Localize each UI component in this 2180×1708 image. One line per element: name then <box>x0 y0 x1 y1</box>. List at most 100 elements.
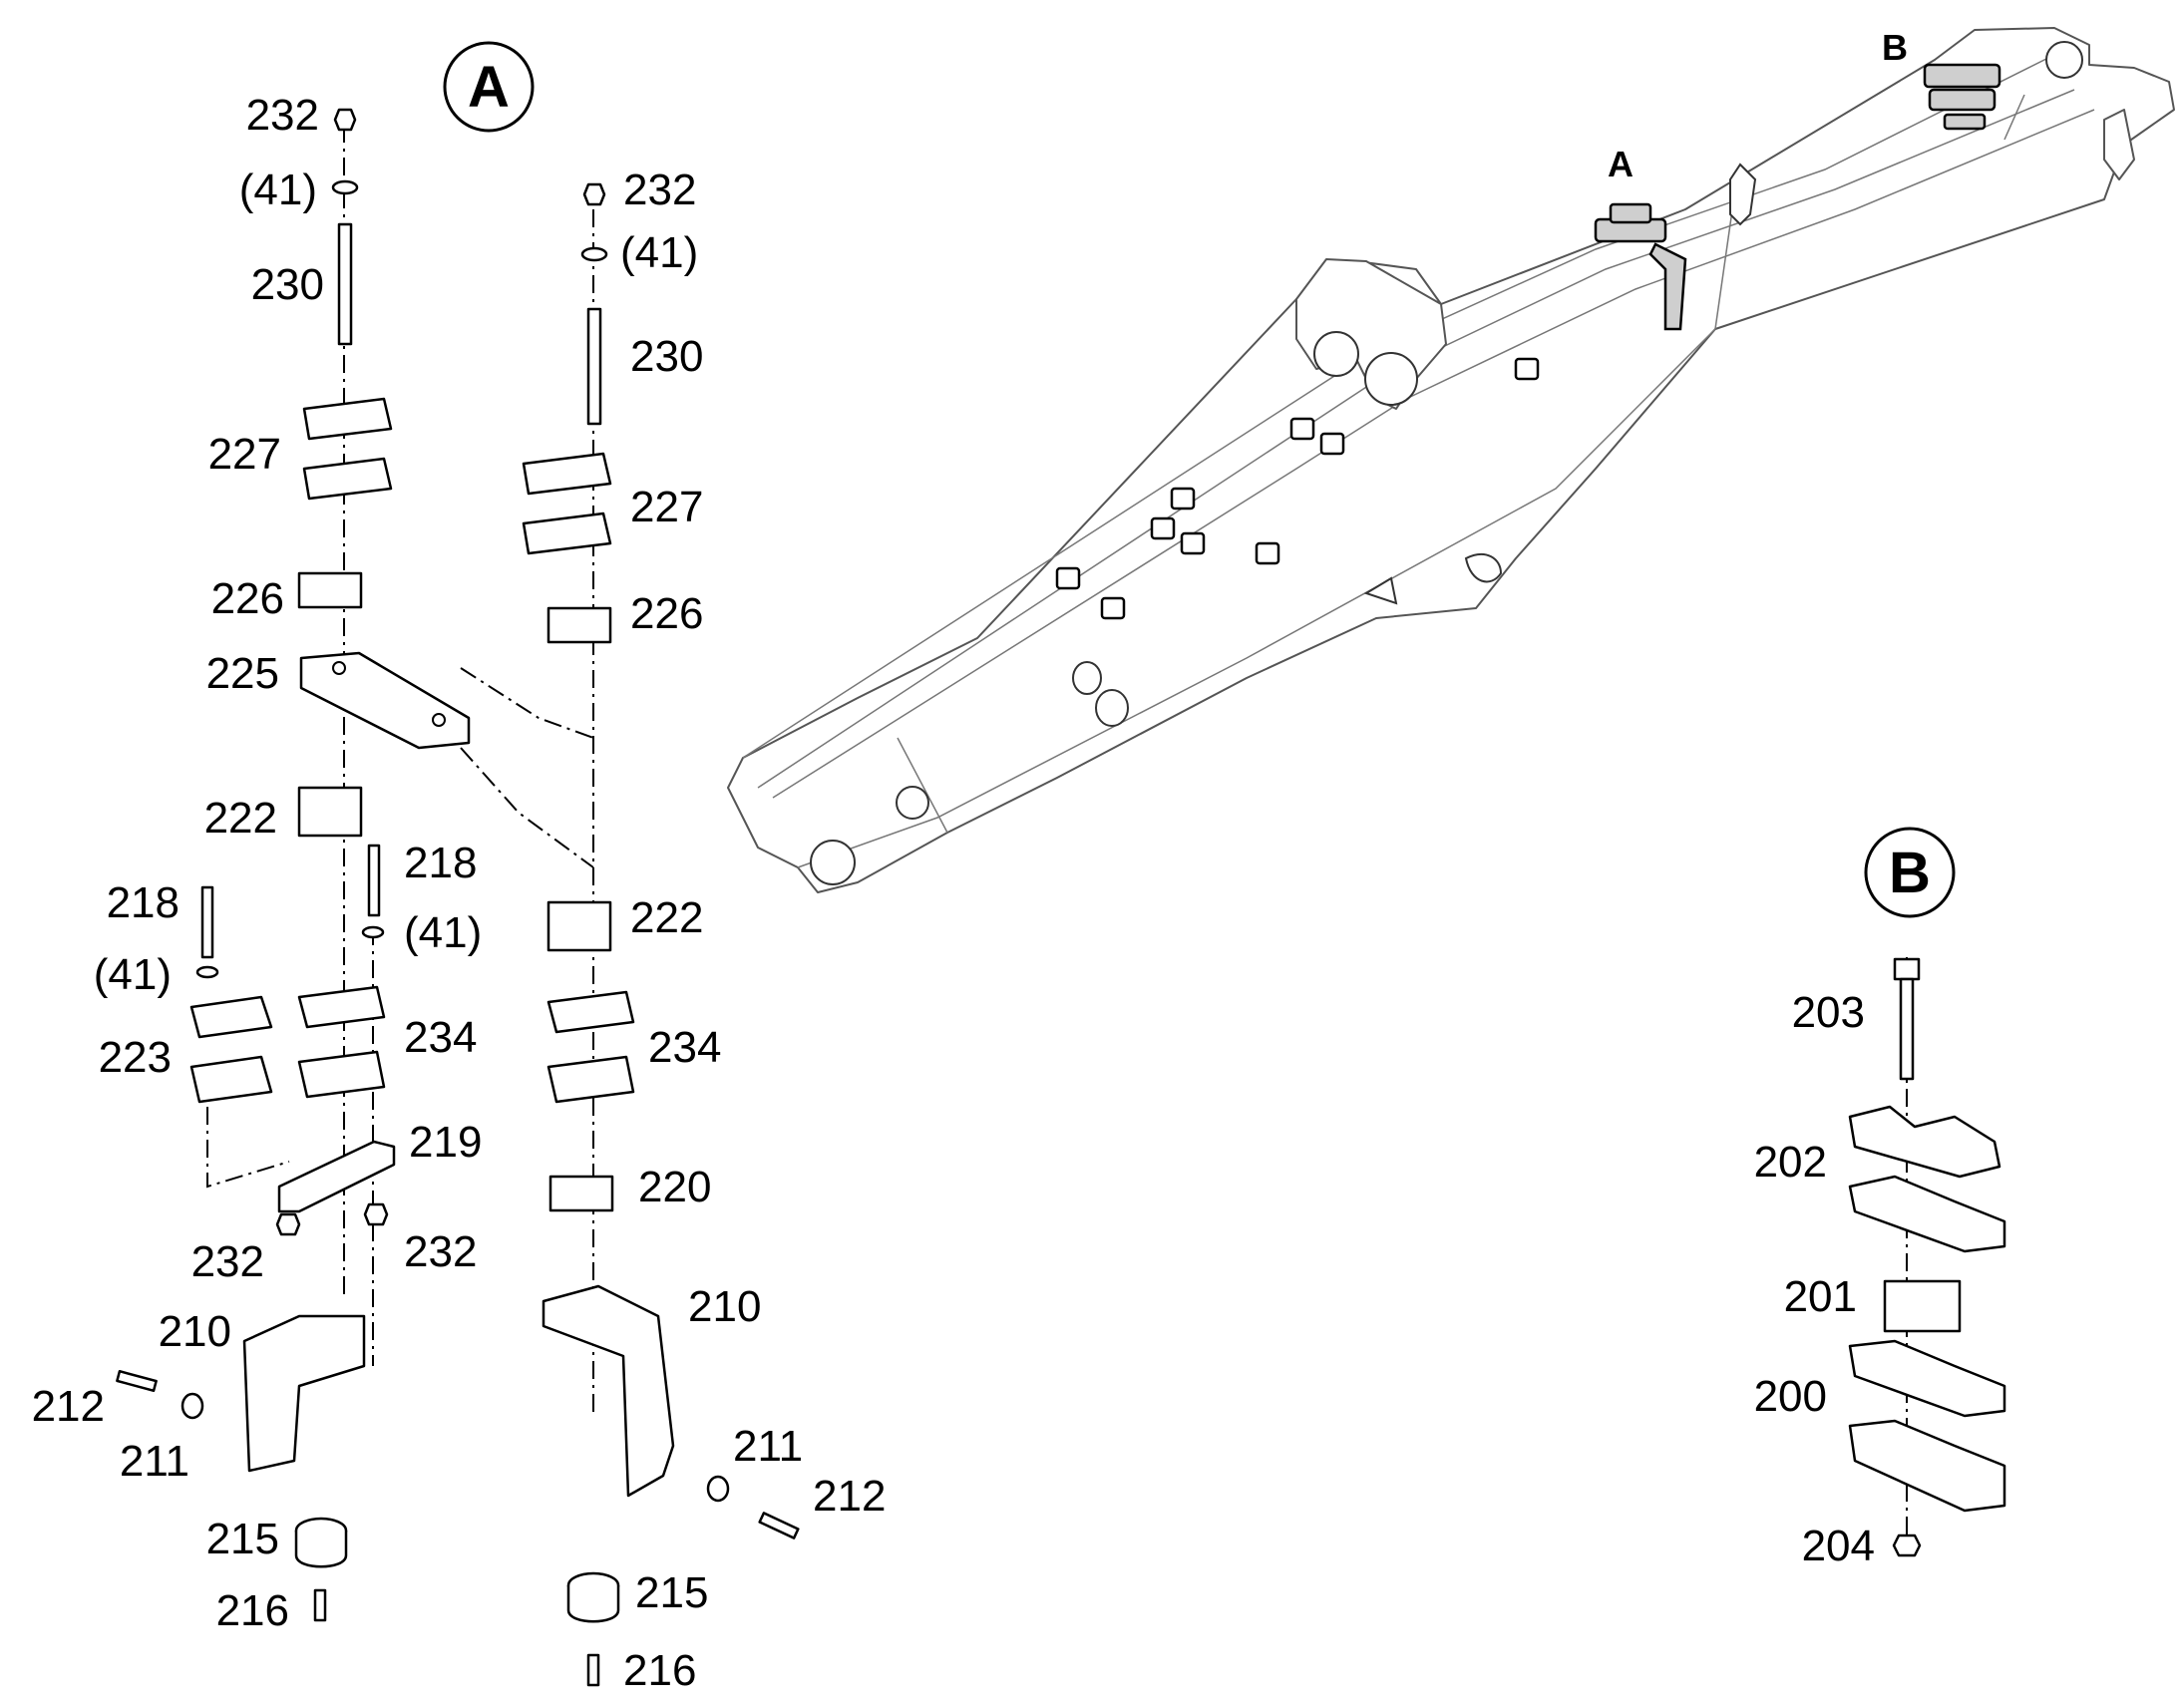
boom-clamp-group-a <box>1594 202 1687 331</box>
clamp-202-upper <box>1848 1105 2001 1179</box>
label-234-right: 234 <box>648 1023 721 1072</box>
hose-clamp-3 <box>1150 516 1176 540</box>
label-41-top: (41) <box>239 166 317 214</box>
clamp-227-left-upper <box>302 397 393 441</box>
mount-215-left <box>294 1531 348 1568</box>
label-234-left: 234 <box>404 1013 477 1062</box>
washer-41-top <box>331 179 359 195</box>
label-232-top: 232 <box>246 91 319 140</box>
block-201 <box>1883 1279 1962 1333</box>
washer-211-right <box>706 1475 730 1503</box>
clamp-200-upper <box>1848 1339 2006 1418</box>
hose-clamp-5 <box>1180 531 1206 555</box>
bracket-210-right <box>542 1284 675 1498</box>
boom-hose-line-1 <box>757 89 2075 789</box>
detail-b-callout: B <box>1889 841 1931 905</box>
label-201: 201 <box>1784 1272 1857 1321</box>
label-202: 202 <box>1754 1138 1827 1187</box>
boom-lug <box>1363 576 1398 605</box>
label-215-left: 215 <box>206 1515 279 1563</box>
stud-230-right <box>586 307 602 426</box>
boom-ref-b: B <box>1882 27 1908 68</box>
clamp-234-right-lower <box>546 1055 635 1104</box>
nut-232-right <box>582 182 606 206</box>
label-222-right: 222 <box>630 893 703 942</box>
bolt-218-mid <box>367 844 381 917</box>
boom-lower-edge <box>797 328 1716 868</box>
label-227-right: 227 <box>630 483 703 531</box>
boom-tip-bracket <box>2103 109 2135 180</box>
cylinder-pin-right <box>1364 352 1418 406</box>
spacer-226-right <box>546 606 612 644</box>
detail-a: A <box>32 41 886 1695</box>
label-232-br: 232 <box>404 1227 477 1276</box>
label-212-left: 212 <box>32 1382 105 1431</box>
nut-232-top <box>333 108 357 132</box>
stud-230-left <box>337 222 353 346</box>
label-41-right: (41) <box>620 228 698 277</box>
spacer-226-left <box>297 571 363 609</box>
boom-assembly: A B <box>727 27 2175 893</box>
clamp-234-left-upper <box>297 985 386 1029</box>
hose-clamp-9 <box>1514 357 1540 381</box>
bracket-210-left <box>242 1314 366 1473</box>
boom-foot-pin <box>810 840 856 885</box>
label-215-right: 215 <box>635 1568 708 1617</box>
bolt-216-right <box>586 1653 600 1687</box>
clamp-234-left-lower <box>297 1050 386 1099</box>
label-41-mid: (41) <box>404 908 482 957</box>
nut-232-bottom-left <box>275 1212 301 1236</box>
label-225: 225 <box>206 649 279 698</box>
plate-225 <box>299 651 471 750</box>
label-212-right: 212 <box>813 1472 886 1521</box>
detail-a-callout: A <box>468 55 510 120</box>
hose-clamp-2 <box>1100 596 1126 620</box>
label-210-left: 210 <box>159 1307 231 1356</box>
hose-clamp-7 <box>1289 417 1315 441</box>
label-41-left: (41) <box>94 950 172 999</box>
axis-clamp-link <box>206 1107 290 1189</box>
boom-foot-boss <box>896 786 929 820</box>
label-219: 219 <box>409 1118 482 1167</box>
bolt-203-head <box>1893 957 1921 981</box>
bolt-203-shank <box>1899 977 1915 1081</box>
label-227-left: 227 <box>208 430 281 479</box>
label-200: 200 <box>1754 1372 1827 1421</box>
label-226-left: 226 <box>211 574 284 623</box>
axis-plate-link-bottom <box>460 747 594 868</box>
label-204: 204 <box>1802 1522 1875 1570</box>
label-226-right: 226 <box>630 589 703 638</box>
label-230-right: 230 <box>630 332 703 381</box>
cylinder-pin-left <box>1313 331 1359 377</box>
label-218-left: 218 <box>107 878 180 927</box>
washer-211-left <box>181 1392 204 1420</box>
clamp-223-upper <box>189 995 273 1039</box>
clamp-200-lower <box>1848 1419 2006 1513</box>
spacer-220 <box>548 1175 614 1212</box>
clamp-227-right-upper <box>522 452 612 496</box>
label-203: 203 <box>1792 988 1865 1037</box>
label-232-right: 232 <box>623 166 696 214</box>
bolt-218-left <box>200 885 214 959</box>
hose-clamp-4 <box>1170 487 1196 511</box>
label-216-left: 216 <box>216 1586 289 1635</box>
detail-b-callout-circle <box>1864 827 1956 918</box>
mount-215-right <box>566 1585 620 1623</box>
label-218-mid: 218 <box>404 839 477 887</box>
boom-clamp-group-b <box>1923 63 2001 131</box>
clamp-227-right-lower <box>522 512 612 555</box>
detail-a-callout-circle <box>443 41 535 133</box>
hose-clamp-8 <box>1319 432 1345 456</box>
clamp-202-lower <box>1848 1175 2006 1253</box>
washer-41-left <box>195 965 219 979</box>
label-223: 223 <box>99 1033 172 1082</box>
clamp-223-lower <box>189 1055 273 1104</box>
boom-top-lug <box>1729 163 1757 226</box>
bar-219 <box>277 1140 396 1213</box>
bolt-212-right <box>758 1512 800 1539</box>
label-220: 220 <box>638 1163 711 1211</box>
bolt-216-left <box>313 1588 327 1622</box>
bolt-212-left <box>116 1370 158 1392</box>
